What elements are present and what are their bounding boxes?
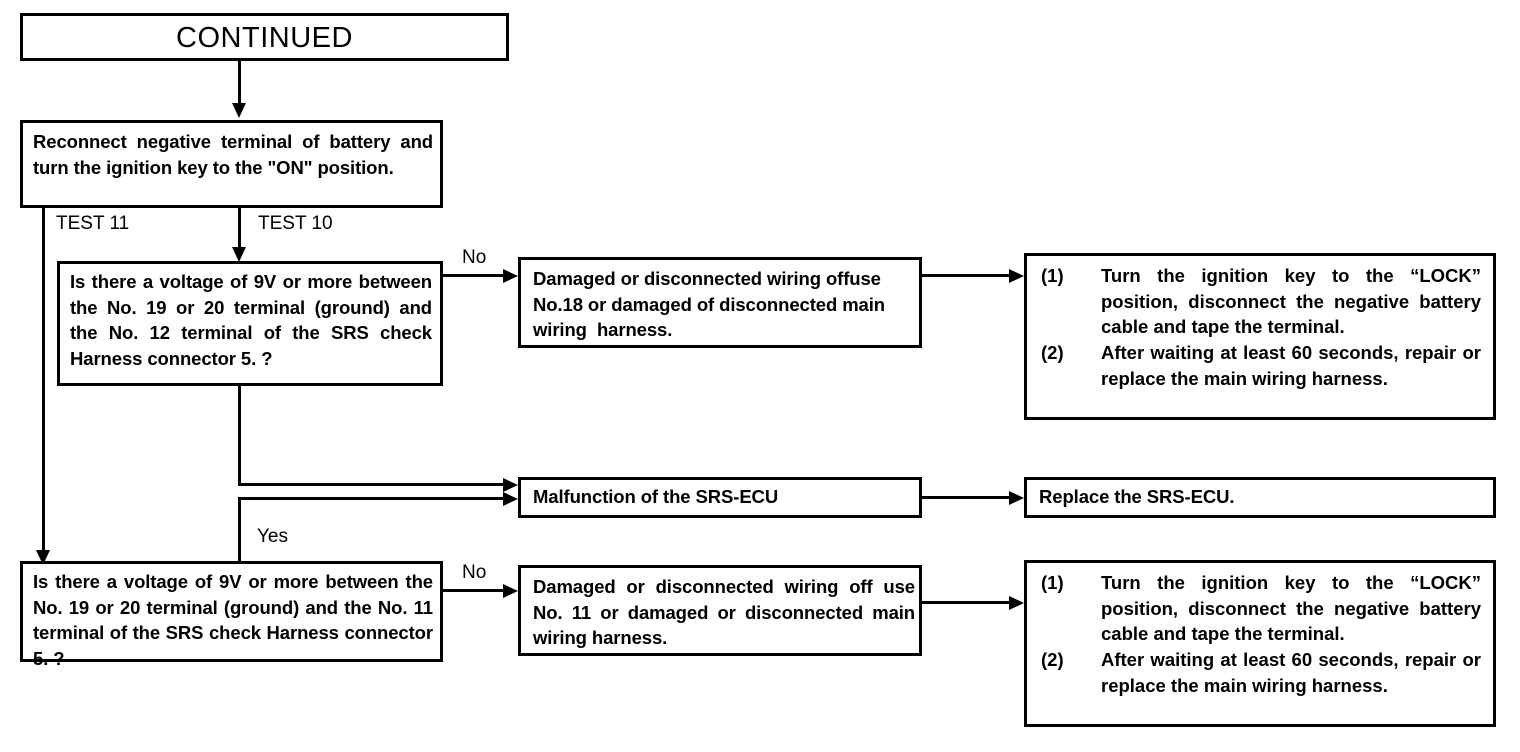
repair-top-item-2: (2) After waiting at least 60 seconds, r…	[1041, 340, 1481, 391]
test11-question-box: Is there a voltage of 9V or more between…	[20, 561, 443, 669]
replace-ecu-box: Replace the SRS-ECU.	[1024, 477, 1496, 518]
repair-bottom-item-2-marker: (2)	[1041, 649, 1064, 670]
repair-bottom-item-2-text: After waiting at least 60 seconds, repai…	[1101, 649, 1487, 696]
connector-yes-down	[238, 497, 241, 561]
connector-no-top	[443, 274, 505, 277]
repair-bottom-box: (1) Turn the ignition key to the “LOCK” …	[1024, 560, 1496, 727]
malfunction-ecu-text: Malfunction of the SRS-ECU	[533, 486, 779, 507]
damaged-fuse18-text: Damaged or disconnected wiring offuse No…	[533, 268, 891, 340]
repair-top-box: (1) Turn the ignition key to the “LOCK” …	[1024, 253, 1496, 420]
yes-label: Yes	[257, 526, 288, 547]
connector-continued-to-reconnect	[238, 61, 241, 105]
connector-fuse18-to-repair-top	[922, 274, 1012, 277]
repair-top-item-1-text: Turn the ignition key to the “LOCK” posi…	[1101, 265, 1487, 337]
arrowhead-continued-to-reconnect	[232, 103, 246, 118]
reconnect-box: Reconnect negative terminal of battery a…	[20, 120, 443, 208]
connector-no-bottom	[443, 589, 505, 592]
arrowhead-fuse18-to-repair-top	[1009, 269, 1024, 283]
connector-test11	[42, 208, 45, 553]
repair-top-item-2-marker: (2)	[1041, 342, 1064, 363]
malfunction-ecu-box: Malfunction of the SRS-ECU	[518, 477, 922, 518]
damaged-fuse11-text: Damaged or disconnected wiring off use N…	[533, 576, 921, 648]
arrowhead-no-bottom	[503, 584, 518, 598]
arrowhead-no-top	[503, 269, 518, 283]
arrowhead-yes-to-malfunction	[503, 492, 518, 506]
test11-label: TEST 11	[56, 213, 130, 234]
connector-fuse11-to-repair-bottom	[922, 601, 1012, 604]
test11-question-text: Is there a voltage of 9V or more between…	[33, 571, 439, 669]
repair-bottom-item-1-text: Turn the ignition key to the “LOCK” posi…	[1101, 572, 1487, 644]
replace-ecu-text: Replace the SRS-ECU.	[1039, 486, 1235, 507]
continued-box: CONTINUED	[20, 13, 509, 61]
repair-bottom-item-2: (2) After waiting at least 60 seconds, r…	[1041, 647, 1481, 698]
connector-test10-to-malfunction	[238, 483, 505, 486]
reconnect-text: Reconnect negative terminal of battery a…	[33, 131, 439, 178]
no-bottom-label: No	[462, 562, 487, 583]
no-top-label: No	[462, 247, 487, 268]
arrowhead-test10	[232, 247, 246, 262]
arrowhead-fuse11-to-repair-bottom	[1009, 596, 1024, 610]
repair-bottom-item-1-marker: (1)	[1041, 572, 1064, 593]
test10-question-box: Is there a voltage of 9V or more between…	[57, 261, 443, 386]
repair-top-item-2-text: After waiting at least 60 seconds, repai…	[1101, 342, 1487, 389]
continued-label: CONTINUED	[176, 22, 353, 54]
connector-malfunction-to-replace	[922, 496, 1012, 499]
arrowhead-malfunction-to-replace	[1009, 491, 1024, 505]
arrowhead-test10-to-malfunction	[503, 478, 518, 492]
repair-bottom-item-1: (1) Turn the ignition key to the “LOCK” …	[1041, 570, 1481, 647]
test10-question-text: Is there a voltage of 9V or more between…	[70, 271, 438, 369]
connector-yes-to-malfunction	[238, 497, 505, 500]
repair-top-item-1-marker: (1)	[1041, 265, 1064, 286]
test10-label: TEST 10	[258, 213, 333, 234]
damaged-fuse11-box: Damaged or disconnected wiring off use N…	[518, 565, 922, 656]
repair-top-item-1: (1) Turn the ignition key to the “LOCK” …	[1041, 263, 1481, 340]
connector-test10-down	[238, 386, 241, 486]
damaged-fuse18-box: Damaged or disconnected wiring offuse No…	[518, 257, 922, 348]
connector-test10	[238, 208, 241, 250]
